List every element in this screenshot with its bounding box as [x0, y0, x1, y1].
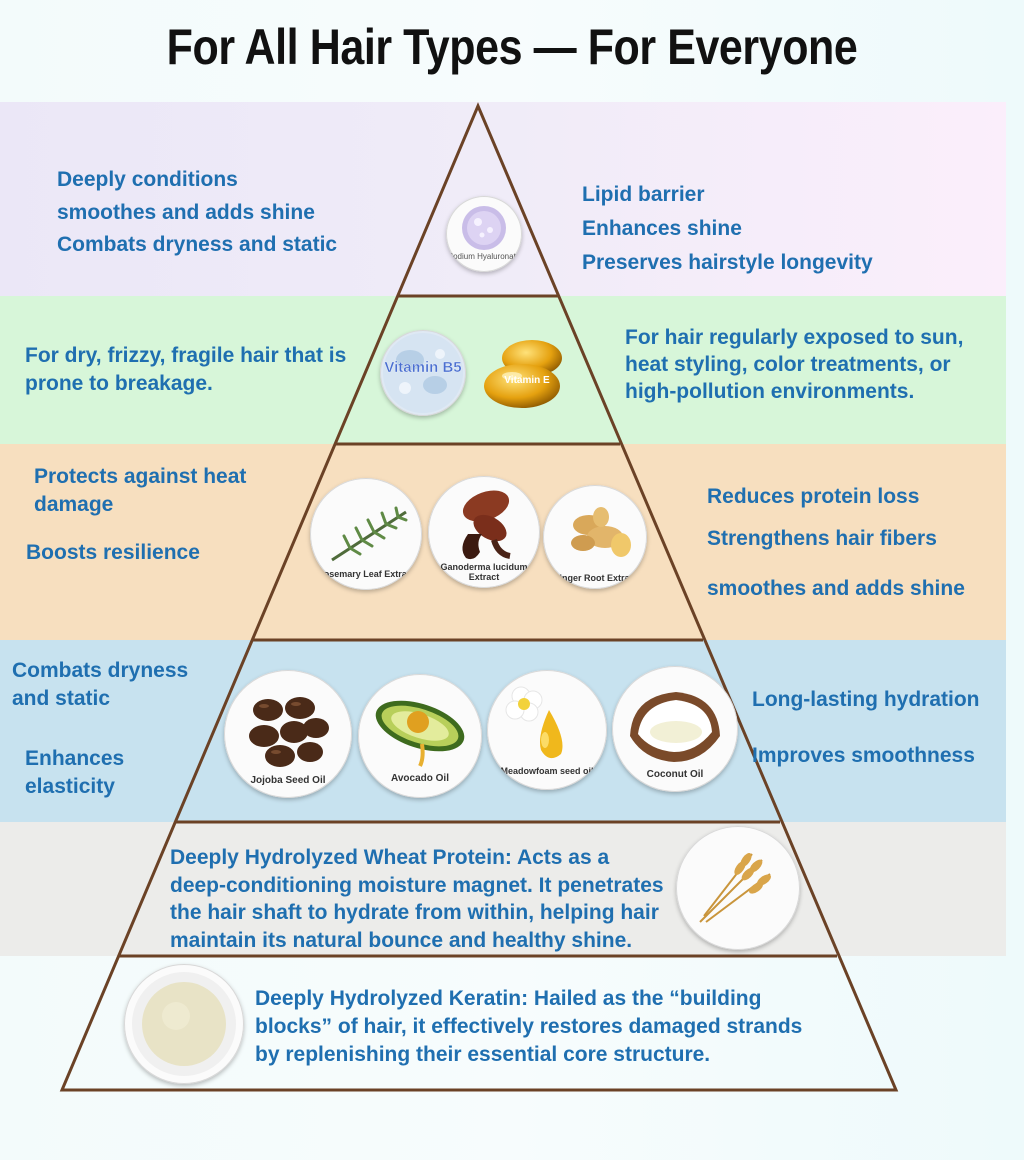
coconut-icon [630, 692, 720, 762]
tier-3-right-benefits: Reduces protein loss Strengthens hair fi… [707, 476, 965, 610]
avocado-ingredient: Avocado Oil [358, 674, 482, 798]
sodium-hyaluronate-ingredient: Sodium Hyaluronate [446, 196, 522, 272]
tier-3-left-benefit-2: Boosts resilience [26, 539, 200, 567]
keratin-powder-icon [132, 972, 236, 1076]
description-line: Deeply Hydrolyzed Wheat Protein: Acts as… [170, 846, 610, 869]
description-line: deep-conditioning moisture magnet. It pe… [170, 873, 664, 897]
vitamin-e-capsule-icon [484, 340, 562, 408]
ingredient-label: Vitamin B5 [384, 359, 462, 376]
coconut-ingredient: Coconut Oil [612, 666, 738, 792]
wheat-protein-description: Deeply Hydrolyzed Wheat Protein: Acts as… [170, 844, 664, 954]
tier-4-left-benefits-2: Enhances elasticity [25, 745, 124, 801]
benefit-text: Combats dryness and static [57, 233, 338, 256]
description-line: by replenishing their essential core str… [255, 1043, 711, 1066]
tier-5-band [0, 822, 1006, 956]
benefit-text: Protects against heat [34, 465, 247, 488]
benefit-text: Boosts resilience [26, 541, 200, 564]
vitamin-e-ingredient: Vitamin E [482, 330, 572, 420]
avocado-icon [375, 700, 465, 767]
keratin-ingredient [124, 964, 244, 1084]
benefit-text: Enhances [25, 747, 125, 770]
benefit-text: high-pollution environments. [625, 380, 915, 403]
ginger-ingredient: Ginger Root Extract [543, 485, 647, 589]
benefit-text: For hair regularly exposed to sun, [625, 326, 964, 349]
benefit-text: elasticity [25, 775, 115, 798]
benefit-text: Long-lasting hydration [752, 688, 980, 711]
ingredient-label: Vitamin E [504, 375, 550, 386]
benefit-text: Improves smoothness [752, 744, 975, 767]
ingredient-label: Avocado Oil [391, 773, 449, 784]
benefit-text: Reduces protein loss [707, 485, 920, 508]
vitamin-b5-ingredient: Vitamin B5 [380, 330, 466, 416]
benefit-text: Strengthens hair fibers [707, 527, 937, 550]
tier-1-right-benefits: Lipid barrier Enhances shine Preserves h… [582, 178, 873, 280]
ingredient-label: Meadowfoam seed oil [500, 766, 594, 776]
benefit-text: Combats dryness [12, 659, 189, 682]
tier-1-left-benefits: Deeply conditions smoothes and adds shin… [57, 164, 337, 262]
serum-drop-icon [462, 206, 506, 250]
benefit-text: For dry, frizzy, fragile hair that is [25, 344, 347, 367]
benefit-text: smoothes and adds shine [707, 577, 965, 600]
benefit-text: and static [12, 687, 111, 710]
ingredient-label: Ginger Root Extract [552, 573, 638, 583]
wheat-ingredient [676, 826, 800, 950]
ingredient-label: Ganoderma lucidum Extract [440, 562, 528, 582]
ingredient-label: Sodium Hyaluronate [447, 252, 521, 261]
benefit-text: damage [34, 493, 114, 516]
description-line: blocks” of hair, it effectively restores… [255, 1015, 803, 1038]
tier-2-left-benefits: For dry, frizzy, fragile hair that is pr… [25, 342, 346, 398]
description-line: the hair shaft to hydrate from within, h… [170, 901, 659, 924]
jojoba-seeds-icon [249, 697, 329, 767]
description-line: Deeply Hydrolyzed Keratin: Hailed as the… [255, 987, 762, 1010]
benefit-text: Preserves hairstyle longevity [582, 251, 873, 274]
wheat-icon [699, 853, 771, 923]
tier-4-right-benefits: Long-lasting hydration Improves smoothne… [752, 672, 979, 784]
benefit-text: Enhances shine [582, 217, 742, 240]
benefit-text: smoothes and adds shine [57, 200, 315, 224]
tier-2-right-benefits: For hair regularly exposed to sun, heat … [625, 324, 963, 405]
keratin-description: Deeply Hydrolyzed Keratin: Hailed as the… [255, 985, 802, 1069]
benefit-text: heat styling, color treatments, or [625, 353, 951, 376]
ingredient-label: Coconut Oil [646, 769, 704, 780]
tier-3-left-benefits: Protects against heat damage [34, 463, 246, 519]
ingredient-label: Rosemary Leaf Extract [317, 569, 415, 579]
page-title: For All Hair Types — For Everyone [166, 19, 858, 75]
ginger-icon [571, 507, 631, 557]
benefit-text: Lipid barrier [582, 183, 705, 206]
ganoderma-ingredient: Ganoderma lucidum Extract [428, 476, 540, 588]
tier-4-left-benefits: Combats dryness and static [12, 657, 188, 713]
meadowfoam-flower-oil-icon [505, 686, 563, 759]
vitamin-b5-drops-icon [383, 333, 463, 413]
rosemary-ingredient: Rosemary Leaf Extract [310, 478, 422, 590]
ingredient-label: Jojoba Seed Oil [250, 775, 326, 786]
description-line: maintain its natural bounce and healthy … [170, 928, 633, 952]
jojoba-ingredient: Jojoba Seed Oil [224, 670, 352, 798]
meadowfoam-ingredient: Meadowfoam seed oil [487, 670, 607, 790]
benefit-text: prone to breakage. [25, 372, 213, 395]
ganoderma-icon [462, 490, 511, 560]
benefit-text: Deeply conditions [57, 168, 238, 191]
rosemary-icon [331, 506, 408, 562]
